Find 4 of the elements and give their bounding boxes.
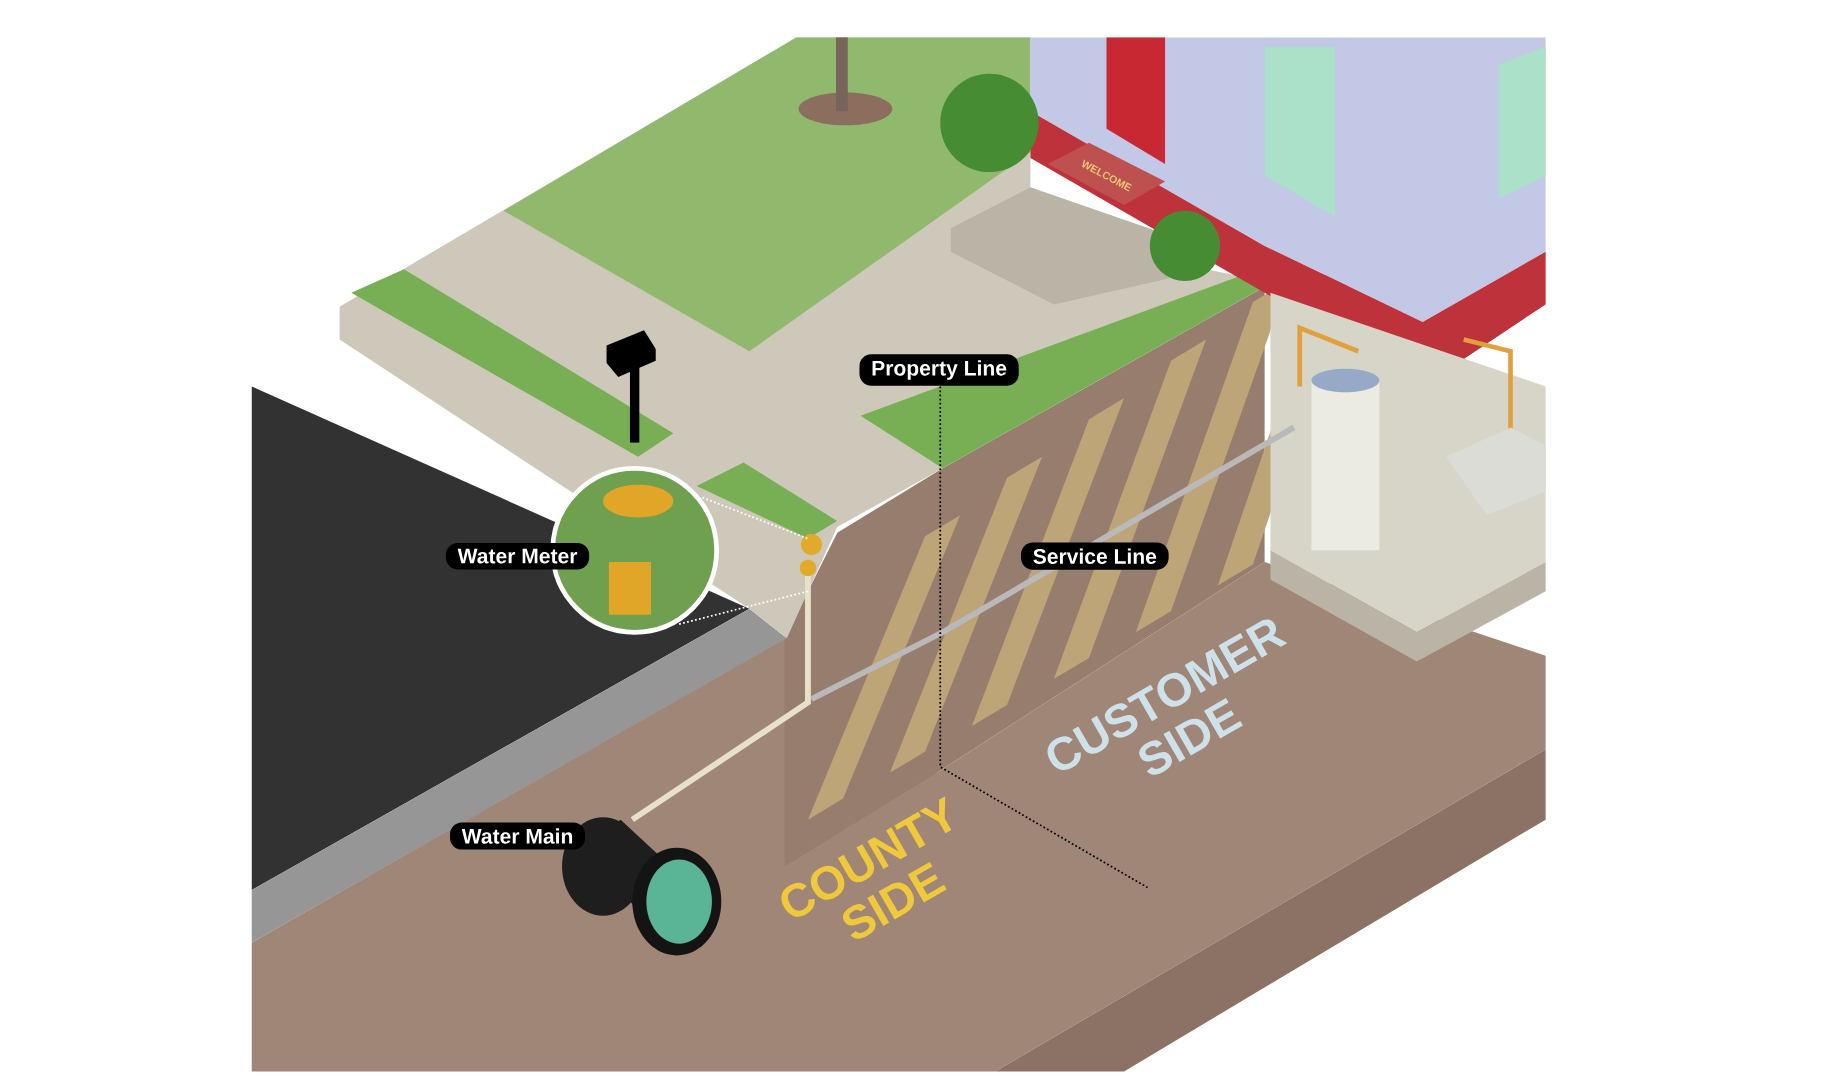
- callout-label: Property Line: [859, 354, 1019, 386]
- callout-label: Water Main: [450, 822, 586, 850]
- callout-label: Service Line: [1021, 542, 1169, 570]
- callout-label: Water Meter: [445, 543, 590, 570]
